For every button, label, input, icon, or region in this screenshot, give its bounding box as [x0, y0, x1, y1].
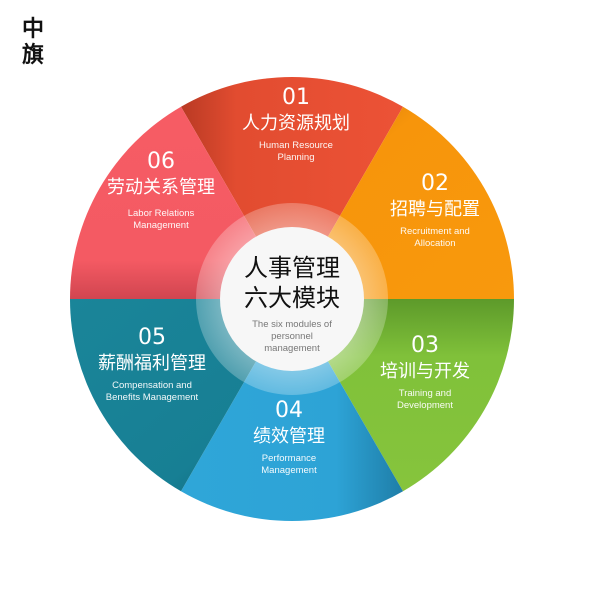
module-number: 03: [411, 333, 439, 358]
module-number: 01: [282, 85, 310, 110]
module-title: 培训与开发: [380, 361, 470, 382]
module-number: 04: [275, 398, 303, 423]
module-01: 01 人力资源规划 Human Resource Planning: [242, 86, 350, 164]
logo-char-1: 中: [21, 16, 44, 42]
module-subtitle-line2: Development: [397, 400, 453, 411]
module-number: 06: [147, 149, 175, 174]
module-06: 06 劳动关系管理 Labor Relations Management: [107, 150, 215, 232]
module-number: 05: [138, 325, 166, 350]
module-title: 薪酬福利管理: [98, 353, 206, 374]
module-subtitle-line1: Human Resource: [259, 140, 333, 151]
module-title: 人力资源规划: [242, 113, 350, 134]
module-subtitle-line2: Management: [133, 220, 189, 231]
module-title: 绩效管理: [253, 426, 325, 447]
module-04: 04 绩效管理 Performance Management: [253, 399, 325, 477]
module-subtitle-line1: Recruitment and: [400, 226, 470, 237]
module-subtitle-line1: Compensation and: [112, 380, 192, 391]
module-title: 劳动关系管理: [107, 177, 215, 198]
segment-04: [181, 299, 403, 522]
center-label: 人事管理 六大模块 The six modules of personnel m…: [244, 253, 340, 354]
module-subtitle-line2: Planning: [277, 152, 315, 163]
module-subtitle-line1: Training and: [398, 388, 452, 399]
center-subtitle-line3: management: [264, 343, 320, 354]
module-number: 02: [421, 171, 449, 196]
logo: 中 旗: [18, 16, 48, 68]
segment-01: [181, 76, 403, 299]
center-circle: [220, 227, 364, 371]
module-subtitle-line2: Benefits Management: [105, 392, 199, 403]
center-title-line1: 人事管理: [244, 254, 340, 282]
center-title-line2: 六大模块: [244, 284, 340, 312]
module-subtitle-line1: Labor Relations: [127, 208, 195, 219]
module-subtitle-line1: Performance: [261, 453, 317, 464]
module-02: 02 招聘与配置 Recruitment and Allocation: [390, 172, 480, 250]
module-subtitle-line2: Management: [261, 465, 317, 476]
center-subtitle-line1: The six modules of: [252, 319, 332, 330]
module-subtitle-line2: Allocation: [414, 238, 456, 249]
center-subtitle-line2: personnel: [271, 331, 313, 342]
module-03: 03 培训与开发 Training and Development: [380, 334, 470, 412]
module-05: 05 薪酬福利管理 Compensation and Benefits Mana…: [98, 326, 206, 404]
module-title: 招聘与配置: [390, 199, 480, 220]
logo-char-2: 旗: [21, 42, 44, 68]
